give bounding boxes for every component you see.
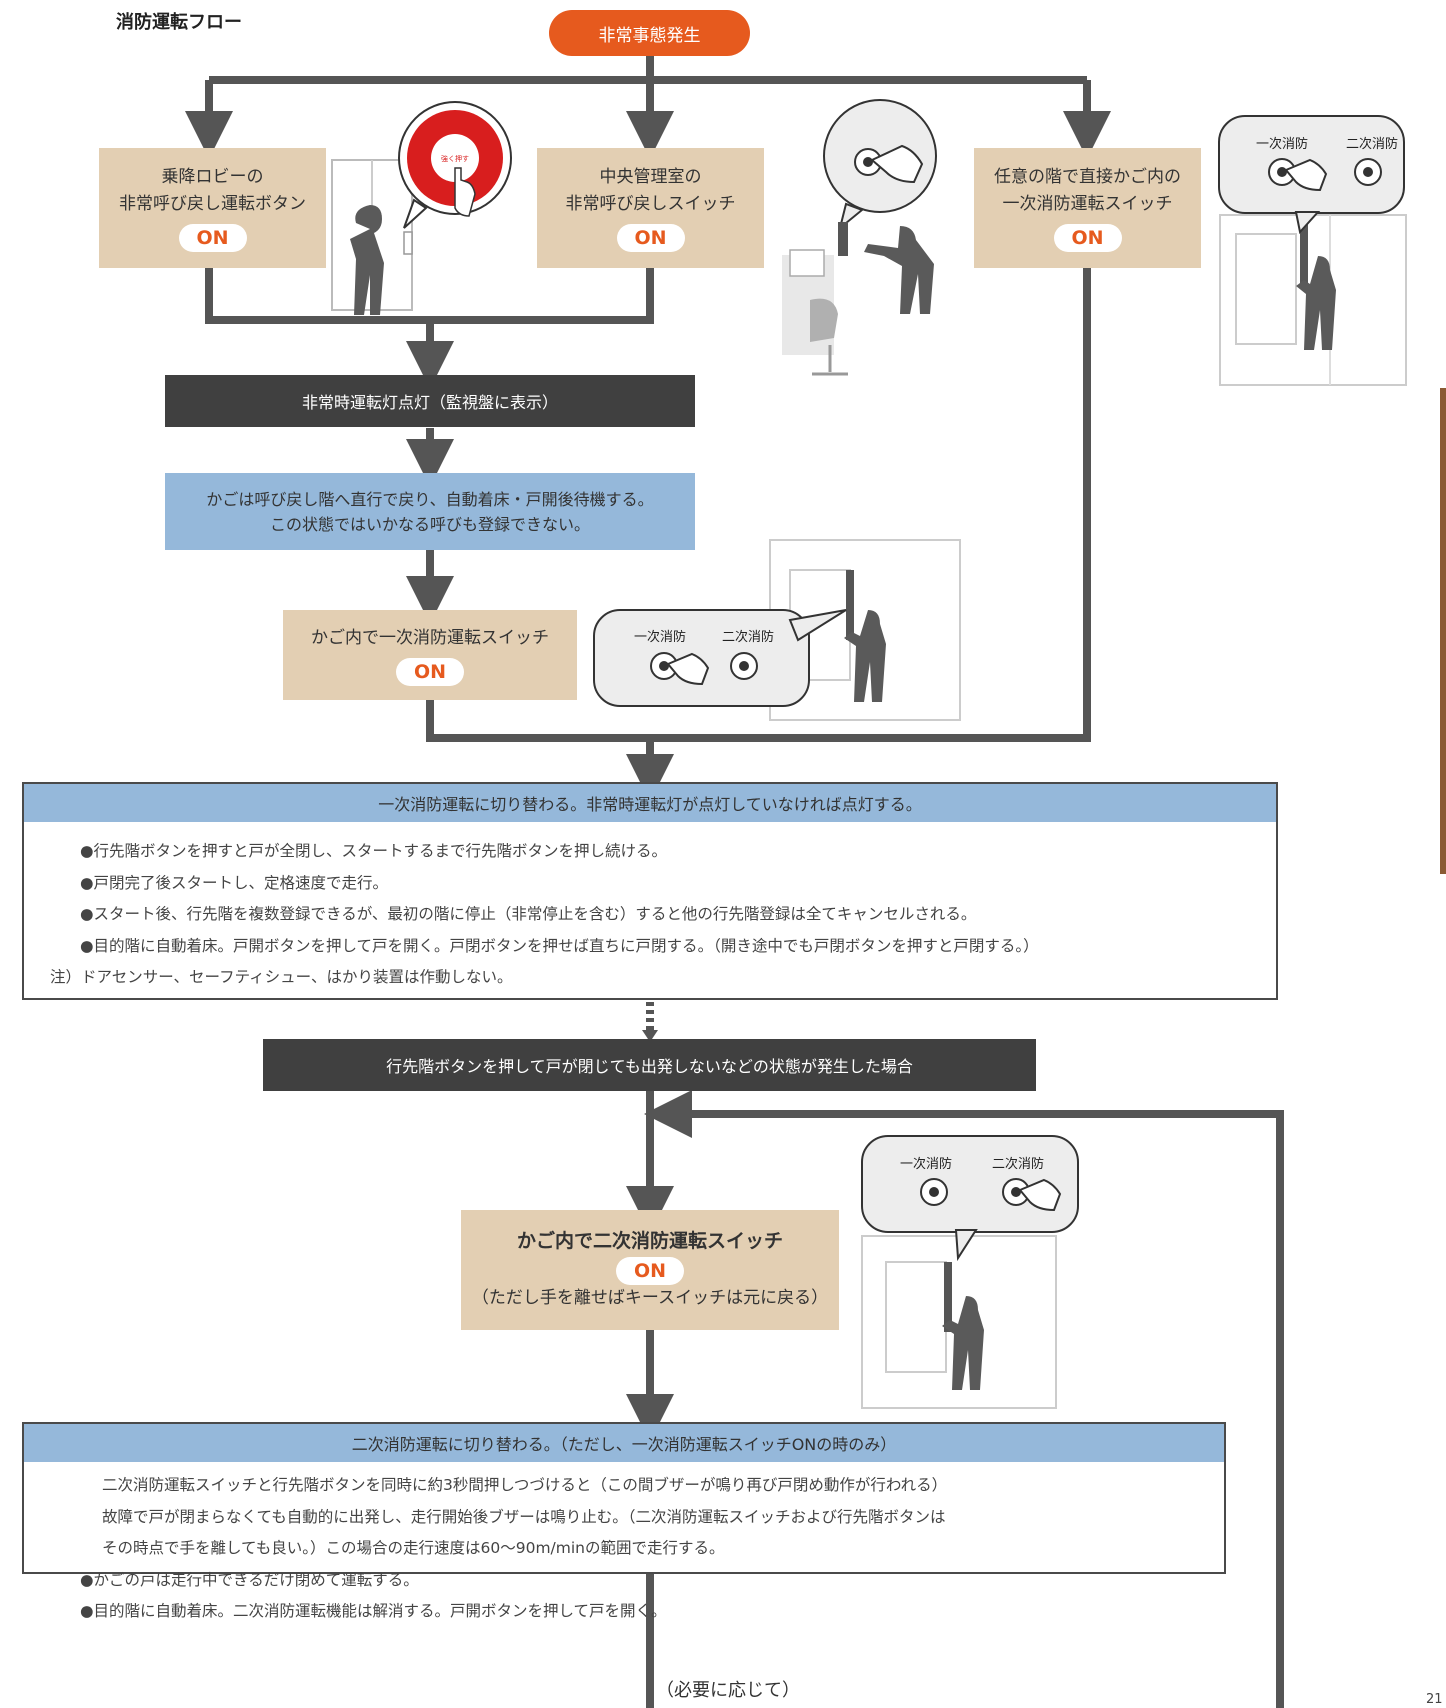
line-merge-lobby-central bbox=[205, 268, 654, 324]
secondary-operation-box: 二次消防運転に切り替わる。（ただし、一次消防運転スイッチONの時のみ） 二次消防… bbox=[22, 1422, 1226, 1620]
car-return-line1: かごは呼び戻し階へ直行で戻り、自動着床・戸開後待機する。 bbox=[206, 489, 654, 509]
key-label-primary-1: 一次消防 bbox=[1256, 136, 1308, 152]
page-title: 消防運転フロー bbox=[116, 12, 242, 33]
direct-line2: 一次消防運転スイッチ bbox=[1002, 194, 1173, 214]
arrow-loop-back bbox=[644, 1090, 1284, 1708]
car-secondary-on-badge: ON bbox=[616, 1257, 684, 1285]
secondary-item-3: その時点で手を離しても良い。）この場合の走行速度は60〜90m/minの範囲で走… bbox=[102, 1539, 725, 1557]
primary-note: 注）ドアセンサー、セーフティシュー、はかり装置は作動しない。 bbox=[50, 968, 513, 986]
car-return-line2: この状態ではいかなる呼びも登録できない。 bbox=[269, 514, 590, 534]
central-on-badge: ON bbox=[616, 224, 685, 252]
lobby-illustration bbox=[331, 101, 512, 315]
primary-item-3: ●スタート後、行先階を複数登録できるが、最初の階に停止（非常停止を含む）すると他… bbox=[80, 905, 977, 923]
start-node: 非常事態発生 bbox=[549, 10, 750, 56]
as-needed-label: （必要に応じて） bbox=[656, 1680, 800, 1701]
side-tab-strip bbox=[1440, 388, 1446, 874]
lobby-recall-box: 乗降ロビーの 非常呼び戻し運転ボタン ON bbox=[99, 148, 326, 268]
lobby-line1: 乗降ロビーの bbox=[161, 167, 264, 187]
door-stuck-bar: 行先階ボタンを押して戸が閉じても出発しないなどの状態が発生した場合 bbox=[263, 1039, 1036, 1091]
primary-operation-box: 一次消防運転に切り替わる。非常時運転灯が点灯していなければ点灯する。 ●行先階ボ… bbox=[22, 782, 1278, 1000]
car-primary-label: かご内で一次消防運転スイッチ bbox=[311, 627, 549, 648]
secondary-item-4: ●かごの戸は走行中できるだけ閉めて運転する。 bbox=[80, 1570, 419, 1589]
push-button-text: 強く押す bbox=[441, 154, 469, 163]
door-stuck-text: 行先階ボタンを押して戸が閉じても出発しないなどの状態が発生した場合 bbox=[386, 1057, 913, 1076]
central-line1: 中央管理室の bbox=[599, 167, 702, 187]
car-primary-illustration bbox=[593, 539, 961, 721]
car-secondary-label: かご内で二次消防運転スイッチ bbox=[516, 1230, 783, 1252]
key-label-secondary-3: 二次消防 bbox=[992, 1156, 1044, 1172]
central-recall-box: 中央管理室の 非常呼び戻しスイッチ ON bbox=[537, 148, 764, 268]
emergency-lamp-text: 非常時運転灯点灯（監視盤に表示） bbox=[301, 393, 558, 412]
key-label-secondary-1: 二次消防 bbox=[1346, 136, 1398, 152]
car-secondary-note: （ただし手を離せばキースイッチは元に戻る） bbox=[471, 1288, 829, 1308]
start-label: 非常事態発生 bbox=[598, 25, 701, 46]
car-primary-switch-box: かご内で一次消防運転スイッチ ON bbox=[283, 610, 577, 700]
key-label-primary-3: 一次消防 bbox=[900, 1156, 952, 1172]
secondary-item-2: 故障で戸が閉まらなくても自動的に出発し、走行開始後ブザーは鳴り止む。（二次消防運… bbox=[102, 1507, 946, 1526]
control-room-illustration bbox=[782, 99, 937, 376]
key-label-primary-2: 一次消防 bbox=[634, 629, 686, 645]
primary-item-2: ●戸閉完了後スタートし、定格速度で走行。 bbox=[80, 873, 389, 892]
direct-line1: 任意の階で直接かご内の bbox=[994, 167, 1181, 187]
line-merge-direct bbox=[426, 268, 1091, 742]
secondary-item-5: ●目的階に自動着床。二次消防運転機能は解消する。戸開ボタンを押して戸を開く。 bbox=[80, 1602, 667, 1620]
page-number: 21 bbox=[1426, 1692, 1443, 1707]
lobby-on-badge: ON bbox=[178, 224, 247, 252]
key-label-secondary-2: 二次消防 bbox=[722, 629, 774, 645]
car-secondary-illustration bbox=[861, 1135, 1079, 1409]
direct-primary-box: 任意の階で直接かご内の 一次消防運転スイッチ ON bbox=[974, 148, 1201, 268]
primary-item-4: ●目的階に自動着床。戸開ボタンを押して戸を開く。戸閉ボタンを押せば直ちに戸閉する… bbox=[80, 936, 1039, 955]
direct-floor-illustration bbox=[1218, 115, 1407, 386]
primary-item-1: ●行先階ボタンを押すと戸が全閉し、スタートするまで行先階ボタンを押し続ける。 bbox=[80, 842, 668, 860]
car-primary-on-badge: ON bbox=[396, 657, 464, 686]
lobby-line2: 非常呼び戻し運転ボタン bbox=[119, 194, 306, 214]
primary-operation-header: 一次消防運転に切り替わる。非常時運転灯が点灯していなければ点灯する。 bbox=[24, 784, 1276, 822]
car-return-box: かごは呼び戻し階へ直行で戻り、自動着床・戸開後待機する。 この状態ではいかなる呼… bbox=[165, 473, 695, 550]
direct-on-badge: ON bbox=[1053, 224, 1122, 252]
secondary-item-1: 二次消防運転スイッチと行先階ボタンを同時に約3秒間押しつづけると（この間ブザーが… bbox=[102, 1476, 948, 1494]
secondary-operation-header: 二次消防運転に切り替わる。（ただし、一次消防運転スイッチONの時のみ） bbox=[24, 1424, 1224, 1462]
car-secondary-switch-box: かご内で二次消防運転スイッチ ON （ただし手を離せばキースイッチは元に戻る） bbox=[461, 1210, 839, 1330]
emergency-lamp-bar: 非常時運転灯点灯（監視盤に表示） bbox=[165, 375, 695, 427]
central-line2: 非常呼び戻しスイッチ bbox=[565, 194, 736, 214]
